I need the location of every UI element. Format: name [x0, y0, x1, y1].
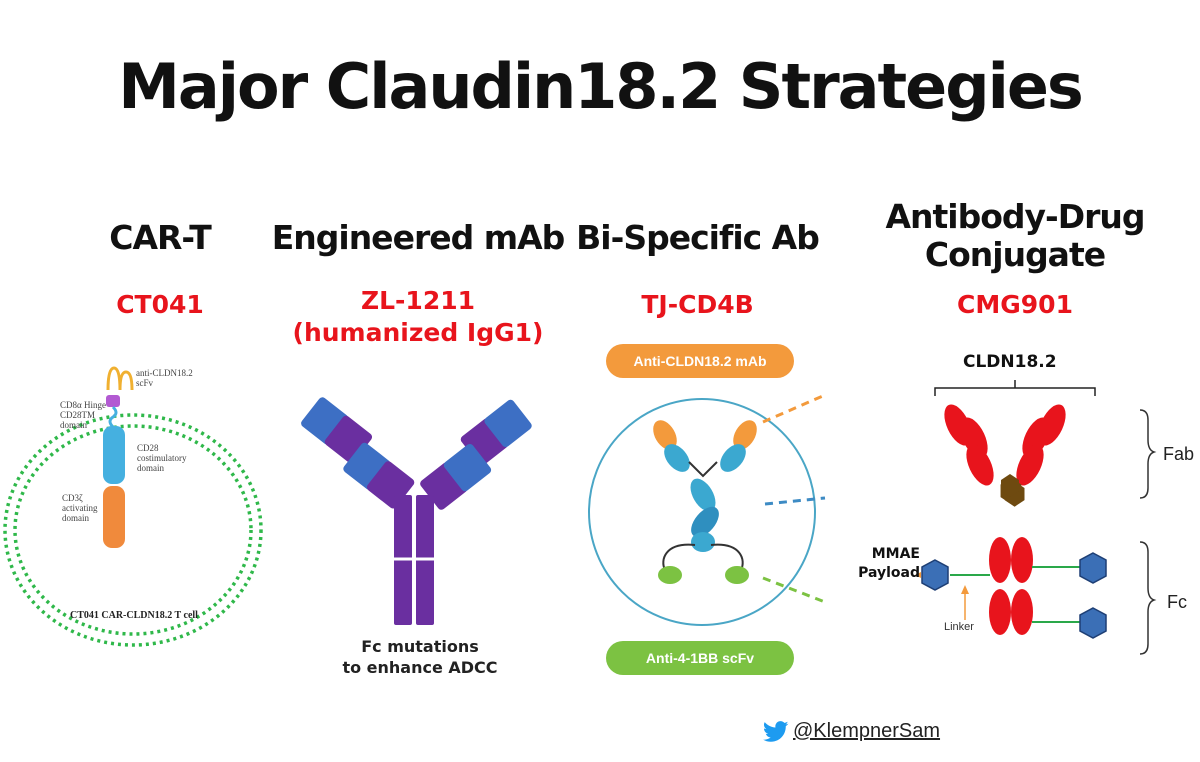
drug-tjcd4b: TJ-CD4B [641, 290, 754, 319]
cell-label: CT041 CAR-CLDN18.2 T cell [70, 610, 198, 621]
green-leader [762, 576, 826, 604]
twitter-handle[interactable]: @KlempnerSam [793, 720, 941, 742]
drug-cmg901: CMG901 [957, 290, 1073, 319]
activating-domain [103, 486, 125, 548]
heading-bispecific: Bi-Specific Ab [576, 218, 820, 257]
fc-brace [1139, 541, 1157, 655]
mab-diagram [301, 397, 532, 625]
cldn-target-label: CLDN18.2 [963, 352, 1057, 372]
mab-fc-left-bottom [394, 553, 412, 625]
drug-zl1211-name: ZL-1211 [360, 286, 475, 315]
heading-adc: Antibody-Drug Conjugate [860, 198, 1170, 274]
drug-zl1211-note: (humanized IgG1) [292, 318, 544, 347]
blue-leader [764, 496, 826, 506]
payload-label: MMAE Payload [858, 546, 920, 581]
twitter-icon [763, 721, 789, 742]
fc-label: Fc [1167, 592, 1187, 612]
orange-leader [762, 393, 826, 424]
heading-engineered-mab: Engineered mAb [271, 218, 566, 257]
mab-caption: Fc mutations to enhance ADCC [342, 637, 498, 677]
page-title: Major Claudin18.2 Strategies [118, 50, 1084, 123]
costimulatory-domain [103, 426, 125, 484]
anti-41bb-pill: Anti-4-1BB scFv [606, 641, 794, 675]
adc-diagram [915, 380, 1157, 655]
drug-ct041: CT041 [116, 290, 204, 319]
anti-cldn-pill: Anti-CLDN18.2 mAb [606, 344, 794, 378]
cell-membrane-outer [3, 413, 263, 647]
mab-fc-left-top [394, 495, 412, 567]
activating-label: CD3ζ activating domain [62, 493, 98, 523]
target-bracket [934, 380, 1096, 396]
payload-hexagon [921, 559, 949, 591]
fab-brace [1139, 409, 1157, 499]
heading-adc-line2: Conjugate [924, 235, 1106, 274]
cell-membrane-inner [13, 424, 253, 636]
hinge-domain [106, 395, 120, 407]
mab-fc-right-top [416, 495, 434, 567]
fab-label: Fab [1163, 444, 1195, 464]
bispecific-circle [588, 398, 816, 626]
bispecific-diagram [588, 393, 826, 626]
tm-domain [108, 405, 118, 429]
cart-diagram [3, 366, 263, 647]
hinge-label: CD8α Hinge CD28TM domain [60, 400, 106, 430]
scfv-label: anti-CLDN18.2 scFv [136, 368, 193, 388]
heading-adc-line1: Antibody-Drug [885, 197, 1145, 236]
linker-label: Linker [944, 621, 974, 633]
heading-cart: CAR-T [109, 218, 212, 257]
mab-fc-right-bottom [416, 553, 434, 625]
scfv-domain [106, 366, 134, 391]
costimulatory-label: CD28 costimulatory domain [137, 443, 187, 473]
drug-zl1211: ZL-1211 (humanized IgG1) [268, 285, 568, 349]
